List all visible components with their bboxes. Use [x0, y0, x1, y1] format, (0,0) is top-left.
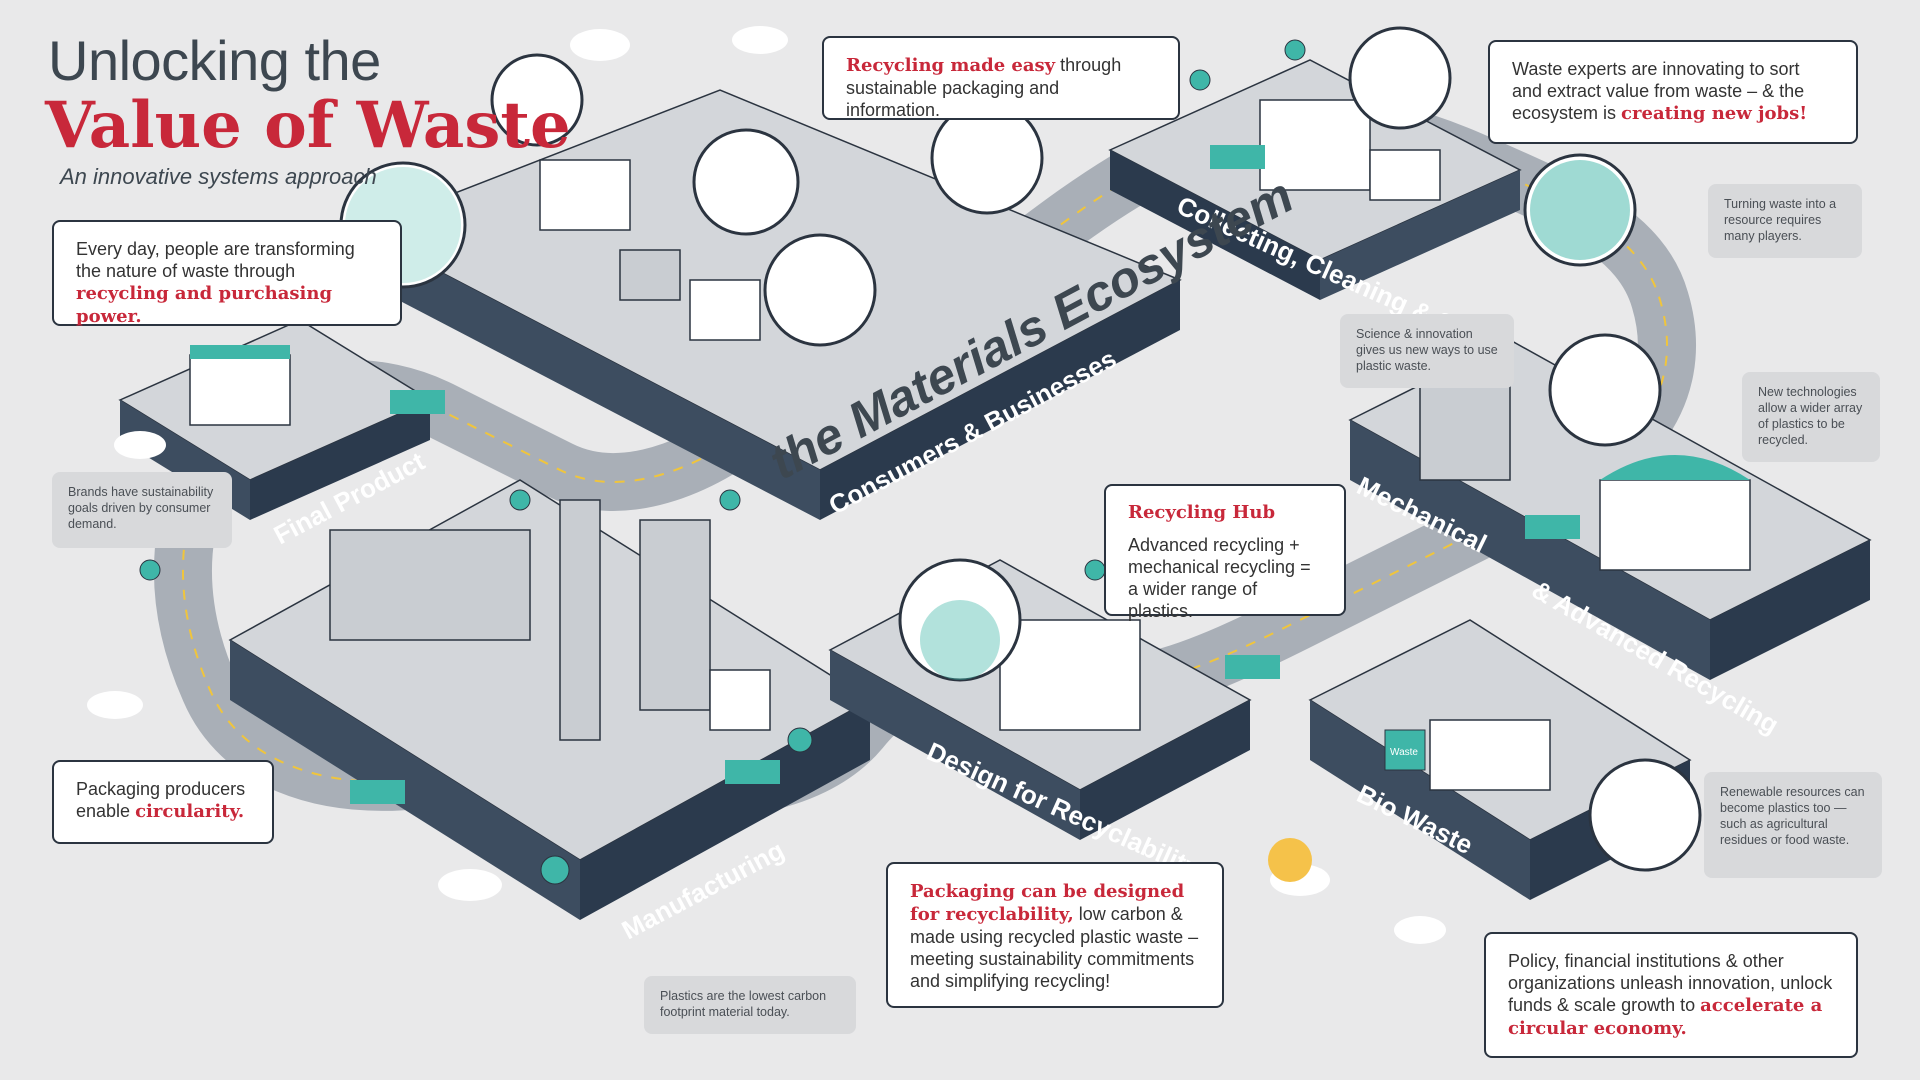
note-turning: Turning waste into a resource requires m…: [1708, 184, 1862, 258]
trucks: [350, 145, 1580, 804]
callout-policy: Policy, financial institutions & other o…: [1484, 932, 1858, 1058]
callout-packaging-designed-emphasis: Packaging can be designed for recyclabil…: [910, 881, 1185, 925]
waste-bin: Waste: [1384, 729, 1426, 771]
callout-packaging-designed-text: low carbon & made using recycled plastic…: [910, 904, 1199, 991]
callout-packaging-producers-text: Packaging producers enable: [76, 779, 246, 821]
callout-every-day-emphasis: recycling and purchasing power.: [76, 283, 333, 327]
callout-recycling-easy: Recycling made easy through sustainable …: [822, 36, 1180, 120]
sun-icon: [1268, 838, 1312, 882]
callout-waste-experts: Waste experts are innovating to sort and…: [1488, 40, 1858, 144]
callout-policy-text: Policy, financial institutions & other o…: [1508, 951, 1833, 1015]
callout-recycling-hub: Recycling Hub Advanced recycling + mecha…: [1104, 484, 1346, 621]
page-title-line1: Unlocking the: [48, 29, 381, 92]
note-lowest-carbon: Plastics are the lowest carbon footprint…: [644, 976, 856, 1034]
callout-packaging-producers-emphasis: circularity.: [135, 801, 245, 822]
callout-waste-experts-text: Waste experts are innovating to sort and…: [1512, 59, 1805, 123]
clouds: [87, 26, 1446, 944]
note-brands: Brands have sustainability goals driven …: [52, 472, 232, 548]
note-new-tech: New technologies allow a wider array of …: [1742, 372, 1880, 462]
callout-every-day-text: Every day, people are transforming the n…: [76, 239, 355, 281]
note-renewable: Renewable resources can become plastics …: [1704, 772, 1882, 878]
note-science: Science & innovation gives us new ways t…: [1340, 314, 1514, 388]
callout-recycling-hub-heading: Recycling Hub: [1128, 502, 1276, 523]
callout-recycling-easy-text: through sustainable packaging and inform…: [846, 55, 1122, 120]
callout-packaging-designed: Packaging can be designed for recyclabil…: [886, 862, 1224, 1008]
page-subtitle: An innovative systems approach: [60, 164, 377, 189]
svg-text:Waste: Waste: [1390, 747, 1418, 758]
trees: [139, 39, 1306, 885]
buildings: [189, 99, 1751, 791]
callout-recycling-hub-text: Advanced recycling + mechanical recyclin…: [1128, 535, 1311, 621]
page-title-line2: Value of Waste: [45, 88, 571, 163]
callout-policy-emphasis: accelerate a circular economy.: [1508, 995, 1823, 1039]
callout-every-day: Every day, people are transforming the n…: [52, 220, 402, 327]
callout-packaging-producers: Packaging producers enable circularity.: [52, 760, 274, 844]
callout-waste-experts-emphasis: creating new jobs!: [1621, 103, 1808, 124]
callout-recycling-easy-emphasis: Recycling made easy: [846, 55, 1056, 76]
